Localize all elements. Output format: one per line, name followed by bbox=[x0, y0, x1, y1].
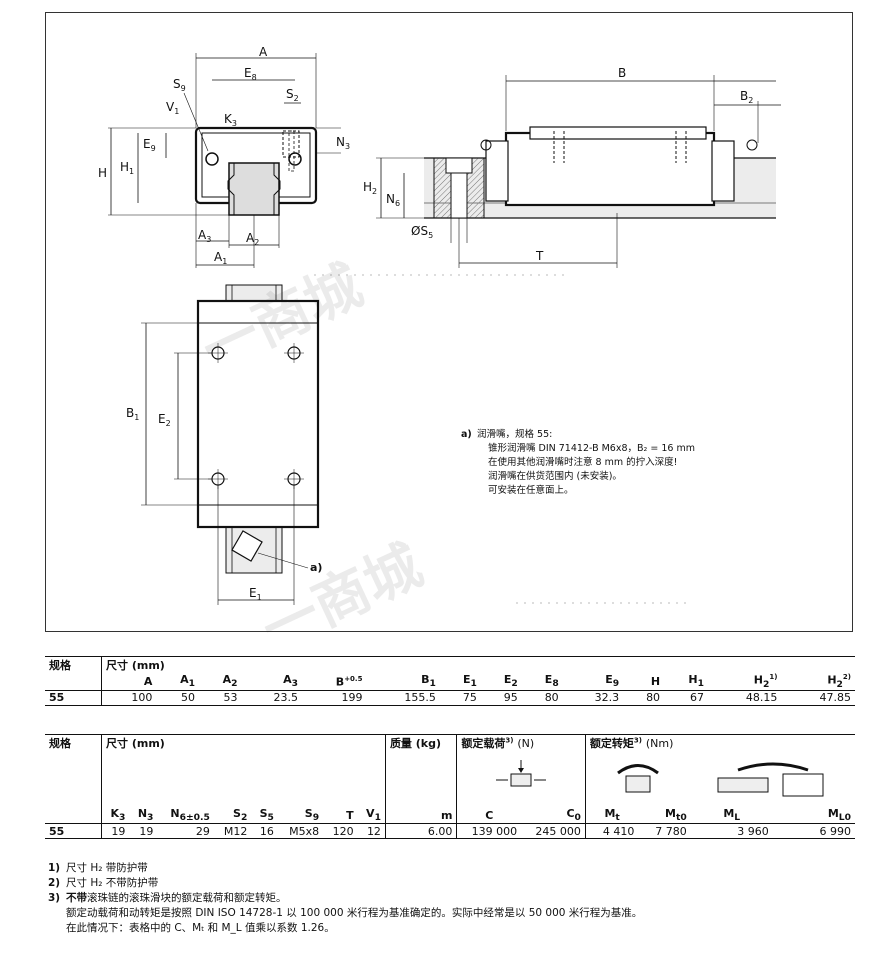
hdr-A: A bbox=[143, 674, 153, 688]
side-view: B B2 H2 N6 ØS5 T bbox=[363, 66, 781, 268]
label-H2: H2 bbox=[363, 180, 377, 196]
note-line: 润滑嘴在供货范围内 (未安装)。 bbox=[488, 471, 622, 482]
dimension-table-2: 规格 尺寸 (mm) 质量 (kg) 额定载荷3) (N) 额定转矩3) (Nm… bbox=[45, 734, 855, 839]
label-B1: B1 bbox=[126, 406, 139, 422]
label-A: A bbox=[259, 45, 268, 59]
table2-header-row: K3 N3 N6±0.5 S2 S5 S9 T V1 m C C0 Mt Mt0… bbox=[45, 807, 855, 824]
note-label: a) bbox=[461, 429, 472, 440]
top-view: B1 E2 E1 a) bbox=[126, 284, 322, 605]
col-load: 额定载荷3) (N) bbox=[456, 734, 586, 751]
label-S2: S2 bbox=[286, 87, 299, 103]
table-row: 55 19 19 29 M12 16 M5x8 120 12 6.00 139 … bbox=[45, 823, 855, 839]
lubrication-note: a) 润滑嘴，规格 55: 锥形润滑嘴 DIN 71412-B M6x8，B₂ =… bbox=[461, 428, 695, 498]
note-line: 可安装在任意面上。 bbox=[488, 485, 574, 496]
note-line: 锥形润滑嘴 DIN 71412-B M6x8，B₂ = 16 mm bbox=[488, 443, 695, 454]
label-S5: ØS5 bbox=[411, 224, 433, 240]
hdr-H2-1: H21) bbox=[753, 673, 778, 690]
hdr-E8: E8 bbox=[544, 673, 559, 690]
label-K3: K3 bbox=[224, 112, 237, 128]
label-B: B bbox=[618, 66, 626, 80]
label-E8: E8 bbox=[244, 66, 257, 82]
footnote-1: 1)尺寸 H₂ 带防护带 bbox=[48, 862, 148, 874]
col-dimensions: 尺寸 (mm) bbox=[106, 659, 165, 672]
label-E2: E2 bbox=[158, 412, 171, 428]
label-H: H bbox=[98, 166, 107, 180]
footnote-3-line-2: 额定动载荷和动转矩是按照 DIN ISO 14728-1 以 100 000 米… bbox=[66, 907, 643, 919]
note-line: 在使用其他润滑嘴时注意 8 mm 的拧入深度! bbox=[488, 457, 678, 468]
torque-ml-icon bbox=[691, 751, 855, 807]
footnote-2: 2)尺寸 H₂ 不带防护带 bbox=[48, 877, 159, 889]
hdr-E1: E1 bbox=[462, 673, 477, 690]
hdr-B1: B1 bbox=[421, 673, 436, 690]
hdr-E9: E9 bbox=[605, 673, 620, 690]
label-N3: N3 bbox=[336, 135, 350, 151]
hdr-A3: A3 bbox=[283, 673, 298, 690]
col-dimensions: 尺寸 (mm) bbox=[101, 734, 386, 751]
note-line: 润滑嘴，规格 55: bbox=[477, 429, 553, 440]
load-diagram-icon bbox=[456, 751, 586, 807]
table1-header-row: A A1 A2 A3 B+0.5 B1 E1 E2 E8 E9 H H1 H21… bbox=[45, 673, 855, 691]
label-E9: E9 bbox=[143, 137, 156, 153]
label-A3: A3 bbox=[198, 228, 211, 244]
footnote-3-line-3: 在此情况下：表格中的 C、Mₜ 和 M_L 值乘以系数 1.26。 bbox=[66, 922, 335, 934]
front-view: A E8 S2 S9 V1 K3 N3 H H1 E9 A3 A2 A1 bbox=[98, 45, 350, 268]
table2-group-row: 规格 尺寸 (mm) 质量 (kg) 额定载荷3) (N) 额定转矩3) (Nm… bbox=[45, 734, 855, 751]
table-row: 55 100 50 53 23.5 199 155.5 75 95 80 32.… bbox=[45, 690, 855, 706]
hdr-H: H bbox=[650, 674, 661, 688]
label-S9: S9 bbox=[173, 77, 186, 93]
label-A1: A1 bbox=[214, 250, 227, 266]
col-mass: 质量 (kg) bbox=[385, 734, 458, 751]
label-a: a) bbox=[310, 561, 322, 574]
hdr-B: B+0.5 bbox=[335, 674, 363, 689]
dimension-table-1: 规格 尺寸 (mm) A A1 A2 A3 B+0.5 B1 E1 E2 E8 … bbox=[45, 656, 855, 706]
footnotes: 1)尺寸 H₂ 带防护带 2)尺寸 H₂ 不带防护带 3)不带滚珠链的滚珠滑块的… bbox=[48, 861, 642, 936]
hdr-H1: H1 bbox=[688, 673, 704, 690]
drawing-svg: A E8 S2 S9 V1 K3 N3 H H1 E9 A3 A2 A1 bbox=[98, 45, 781, 605]
label-T: T bbox=[535, 249, 544, 263]
label-N6: N6 bbox=[386, 192, 400, 208]
label-H1: H1 bbox=[120, 160, 134, 176]
hdr-A1: A1 bbox=[180, 673, 195, 690]
label-E1: E1 bbox=[249, 586, 262, 602]
label-A2: A2 bbox=[246, 231, 259, 247]
technical-drawing: A E8 S2 S9 V1 K3 N3 H H1 E9 A3 A2 A1 bbox=[45, 12, 853, 663]
col-size: 规格 bbox=[45, 656, 102, 673]
torque-mt-icon bbox=[585, 751, 690, 807]
label-B2: B2 bbox=[740, 89, 753, 105]
hdr-H2-2: H22) bbox=[827, 673, 851, 690]
hdr-A2: A2 bbox=[222, 673, 238, 690]
table2-icon-row bbox=[45, 751, 855, 807]
label-V1: V1 bbox=[166, 100, 179, 116]
footnote-3: 3)不带滚珠链的滚珠滑块的额定载荷和额定转矩。 bbox=[48, 892, 287, 904]
col-torque: 额定转矩3) (Nm) bbox=[589, 736, 674, 750]
hdr-E2: E2 bbox=[503, 673, 518, 690]
